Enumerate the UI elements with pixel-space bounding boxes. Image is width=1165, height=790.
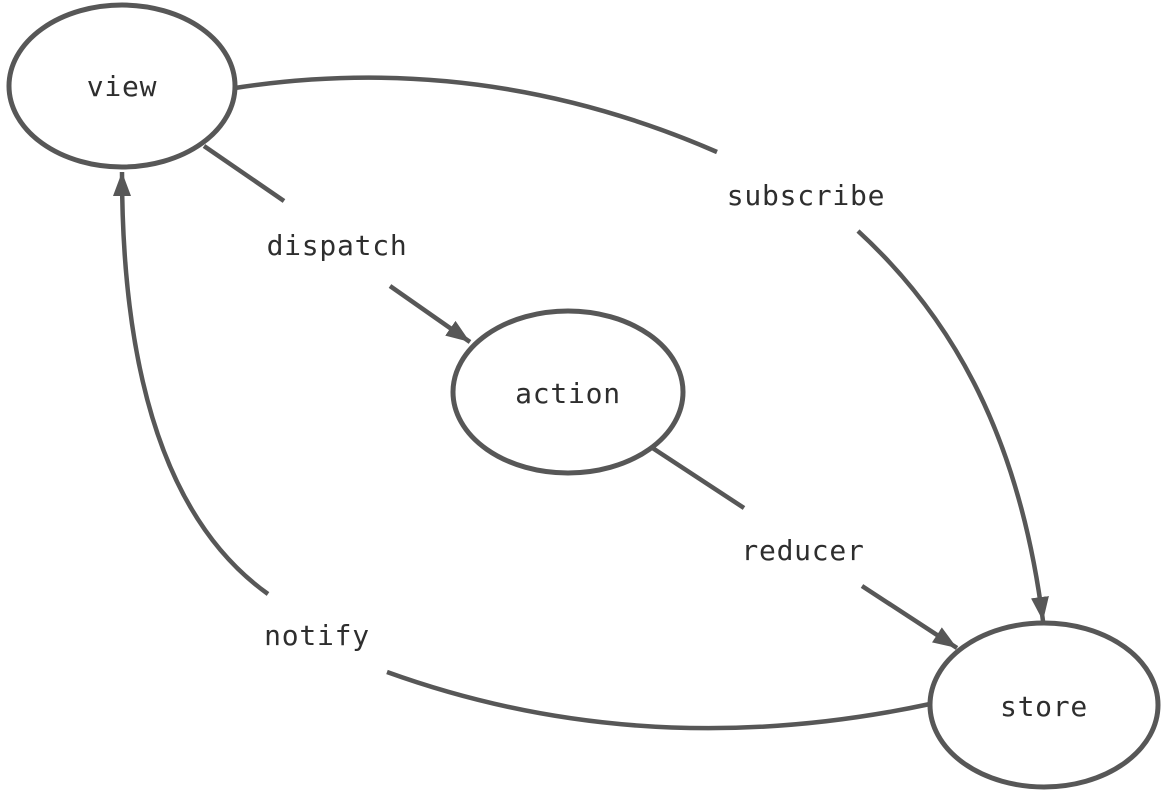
edge-subscribe-label: subscribe bbox=[727, 179, 885, 212]
edge-notify-line-end bbox=[113, 171, 270, 596]
edge-dispatch-line-end bbox=[388, 284, 472, 344]
edge-dispatch: dispatch bbox=[202, 144, 472, 344]
edge-reducer-line-end bbox=[860, 584, 959, 650]
node-store-label: store bbox=[1000, 690, 1088, 723]
node-view-label: view bbox=[87, 70, 157, 103]
edge-dispatch-label: dispatch bbox=[267, 229, 408, 262]
edge-reducer-label: reducer bbox=[741, 534, 864, 567]
node-action-ellipse bbox=[450, 308, 686, 476]
edge-reducer-line-start bbox=[649, 445, 746, 510]
node-view: view bbox=[6, 2, 238, 170]
edge-subscribe-line-start bbox=[234, 75, 718, 155]
edge-notify-line-start bbox=[386, 669, 931, 731]
edge-dispatch-line-start bbox=[202, 144, 286, 203]
node-view-ellipse bbox=[6, 2, 238, 170]
node-store: store bbox=[927, 620, 1161, 790]
node-action-label: action bbox=[515, 377, 621, 410]
node-action: action bbox=[450, 308, 686, 476]
edge-notify-label: notify bbox=[264, 619, 370, 652]
edge-subscribe: subscribe bbox=[234, 75, 1049, 622]
node-store-ellipse bbox=[927, 620, 1161, 790]
edge-reducer: reducer bbox=[649, 445, 959, 650]
edge-notify: notify bbox=[113, 171, 931, 731]
edge-subscribe-line-end bbox=[856, 229, 1049, 622]
